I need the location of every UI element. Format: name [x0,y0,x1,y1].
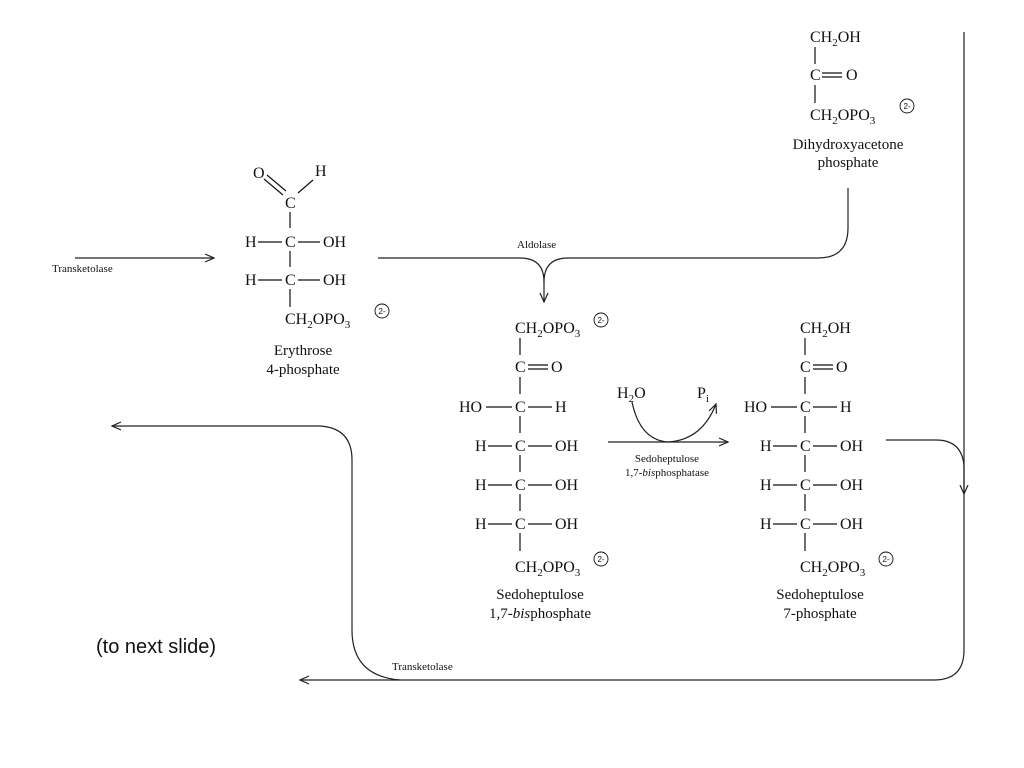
svg-text:C: C [800,516,811,533]
pi-label: Pi [697,385,709,405]
slide-note: (to next slide) [96,636,216,658]
svg-text:C: C [285,272,296,289]
aldolase-label: Aldolase [517,239,556,251]
svg-text:CH2OPO3: CH2OPO3 [515,320,581,340]
svg-text:CH2OH: CH2OH [810,29,861,49]
svg-text:OH: OH [323,234,347,251]
svg-text:2-: 2- [882,555,889,564]
svg-text:H: H [475,516,487,533]
svg-text:H: H [840,399,852,416]
svg-text:O: O [836,359,848,376]
svg-text:C: C [800,359,811,376]
svg-text:H: H [475,438,487,455]
charge-circle-icon [899,98,915,114]
e4p-name-2: 4-phosphate [266,362,340,378]
sbp-molecule: CH2OPO3 2- C O HO C H H C OH H C OH H C … [459,312,609,622]
svg-text:2-: 2- [597,316,604,325]
svg-text:OH: OH [323,272,347,289]
svg-text:O: O [551,359,563,376]
svg-text:H: H [245,234,257,251]
sbp-name-2: 1,7-bisphosphate [489,606,591,622]
svg-text:C: C [285,195,296,212]
s7p-name: Sedoheptulose [776,587,864,603]
phosphatase-label-2: 1,7-bisphosphatase [625,467,709,479]
svg-text:CH2OPO3: CH2OPO3 [515,559,581,579]
svg-text:CH2OPO3: CH2OPO3 [285,311,351,331]
svg-text:OH: OH [555,438,579,455]
charge-circle-icon [593,312,609,328]
svg-text:OH: OH [555,477,579,494]
svg-text:2-: 2- [378,307,385,316]
svg-text:C: C [800,477,811,494]
svg-text:O: O [846,67,858,84]
svg-text:H: H [245,272,257,289]
s7p-name-2: 7-phosphate [783,606,857,622]
svg-text:O: O [253,165,265,182]
charge-circle-icon [878,551,894,567]
svg-text:OH: OH [840,438,864,455]
svg-text:2-: 2- [597,555,604,564]
svg-text:C: C [515,399,526,416]
svg-text:C: C [800,438,811,455]
svg-text:H: H [555,399,567,416]
s7p-molecule: CH2OH C O HO C H H C OH H C OH H C OH CH… [744,320,894,622]
svg-text:C: C [515,477,526,494]
svg-text:C: C [810,67,821,84]
svg-text:C: C [285,234,296,251]
transketolase-out-label: Transketolase [392,661,453,673]
svg-text:C: C [515,359,526,376]
phosphatase-arrow: H2O Pi Sedoheptulose 1,7-bisphosphatase [608,385,728,479]
svg-text:CH2OPO3: CH2OPO3 [810,107,876,127]
dhap-molecule: CH2OH C O CH2OPO3 2- Dihydroxyacetone ph… [793,29,915,171]
transketolase-out-path: Transketolase [112,32,964,680]
svg-text:H: H [760,438,772,455]
dhap-name-2: phosphate [818,155,879,171]
svg-text:HO: HO [459,399,482,416]
svg-text:H: H [315,163,327,180]
svg-text:C: C [800,399,811,416]
e4p-name: Erythrose [274,343,333,359]
transketolase-in-arrow: Transketolase [52,258,214,275]
svg-text:OH: OH [840,477,864,494]
svg-text:C: C [515,516,526,533]
e4p-molecule: O H C H C OH H C OH CH2OPO3 2- Erythrose… [245,163,390,378]
svg-text:OH: OH [555,516,579,533]
sbp-name: Sedoheptulose [496,587,584,603]
svg-text:CH2OH: CH2OH [800,320,851,340]
svg-text:H: H [760,477,772,494]
phosphatase-label: Sedoheptulose [635,453,699,465]
charge-circle-icon [593,551,609,567]
svg-text:C: C [515,438,526,455]
svg-text:OH: OH [840,516,864,533]
dhap-name: Dihydroxyacetone [793,137,904,153]
svg-text:CH2OPO3: CH2OPO3 [800,559,866,579]
svg-text:HO: HO [744,399,767,416]
svg-text:2-: 2- [903,102,910,111]
svg-text:H: H [475,477,487,494]
water-label: H2O [617,385,646,405]
charge-circle-icon [374,303,390,319]
svg-text:H: H [760,516,772,533]
transketolase-in-label: Transketolase [52,263,113,275]
aldolase-arrow: Aldolase [378,188,849,302]
